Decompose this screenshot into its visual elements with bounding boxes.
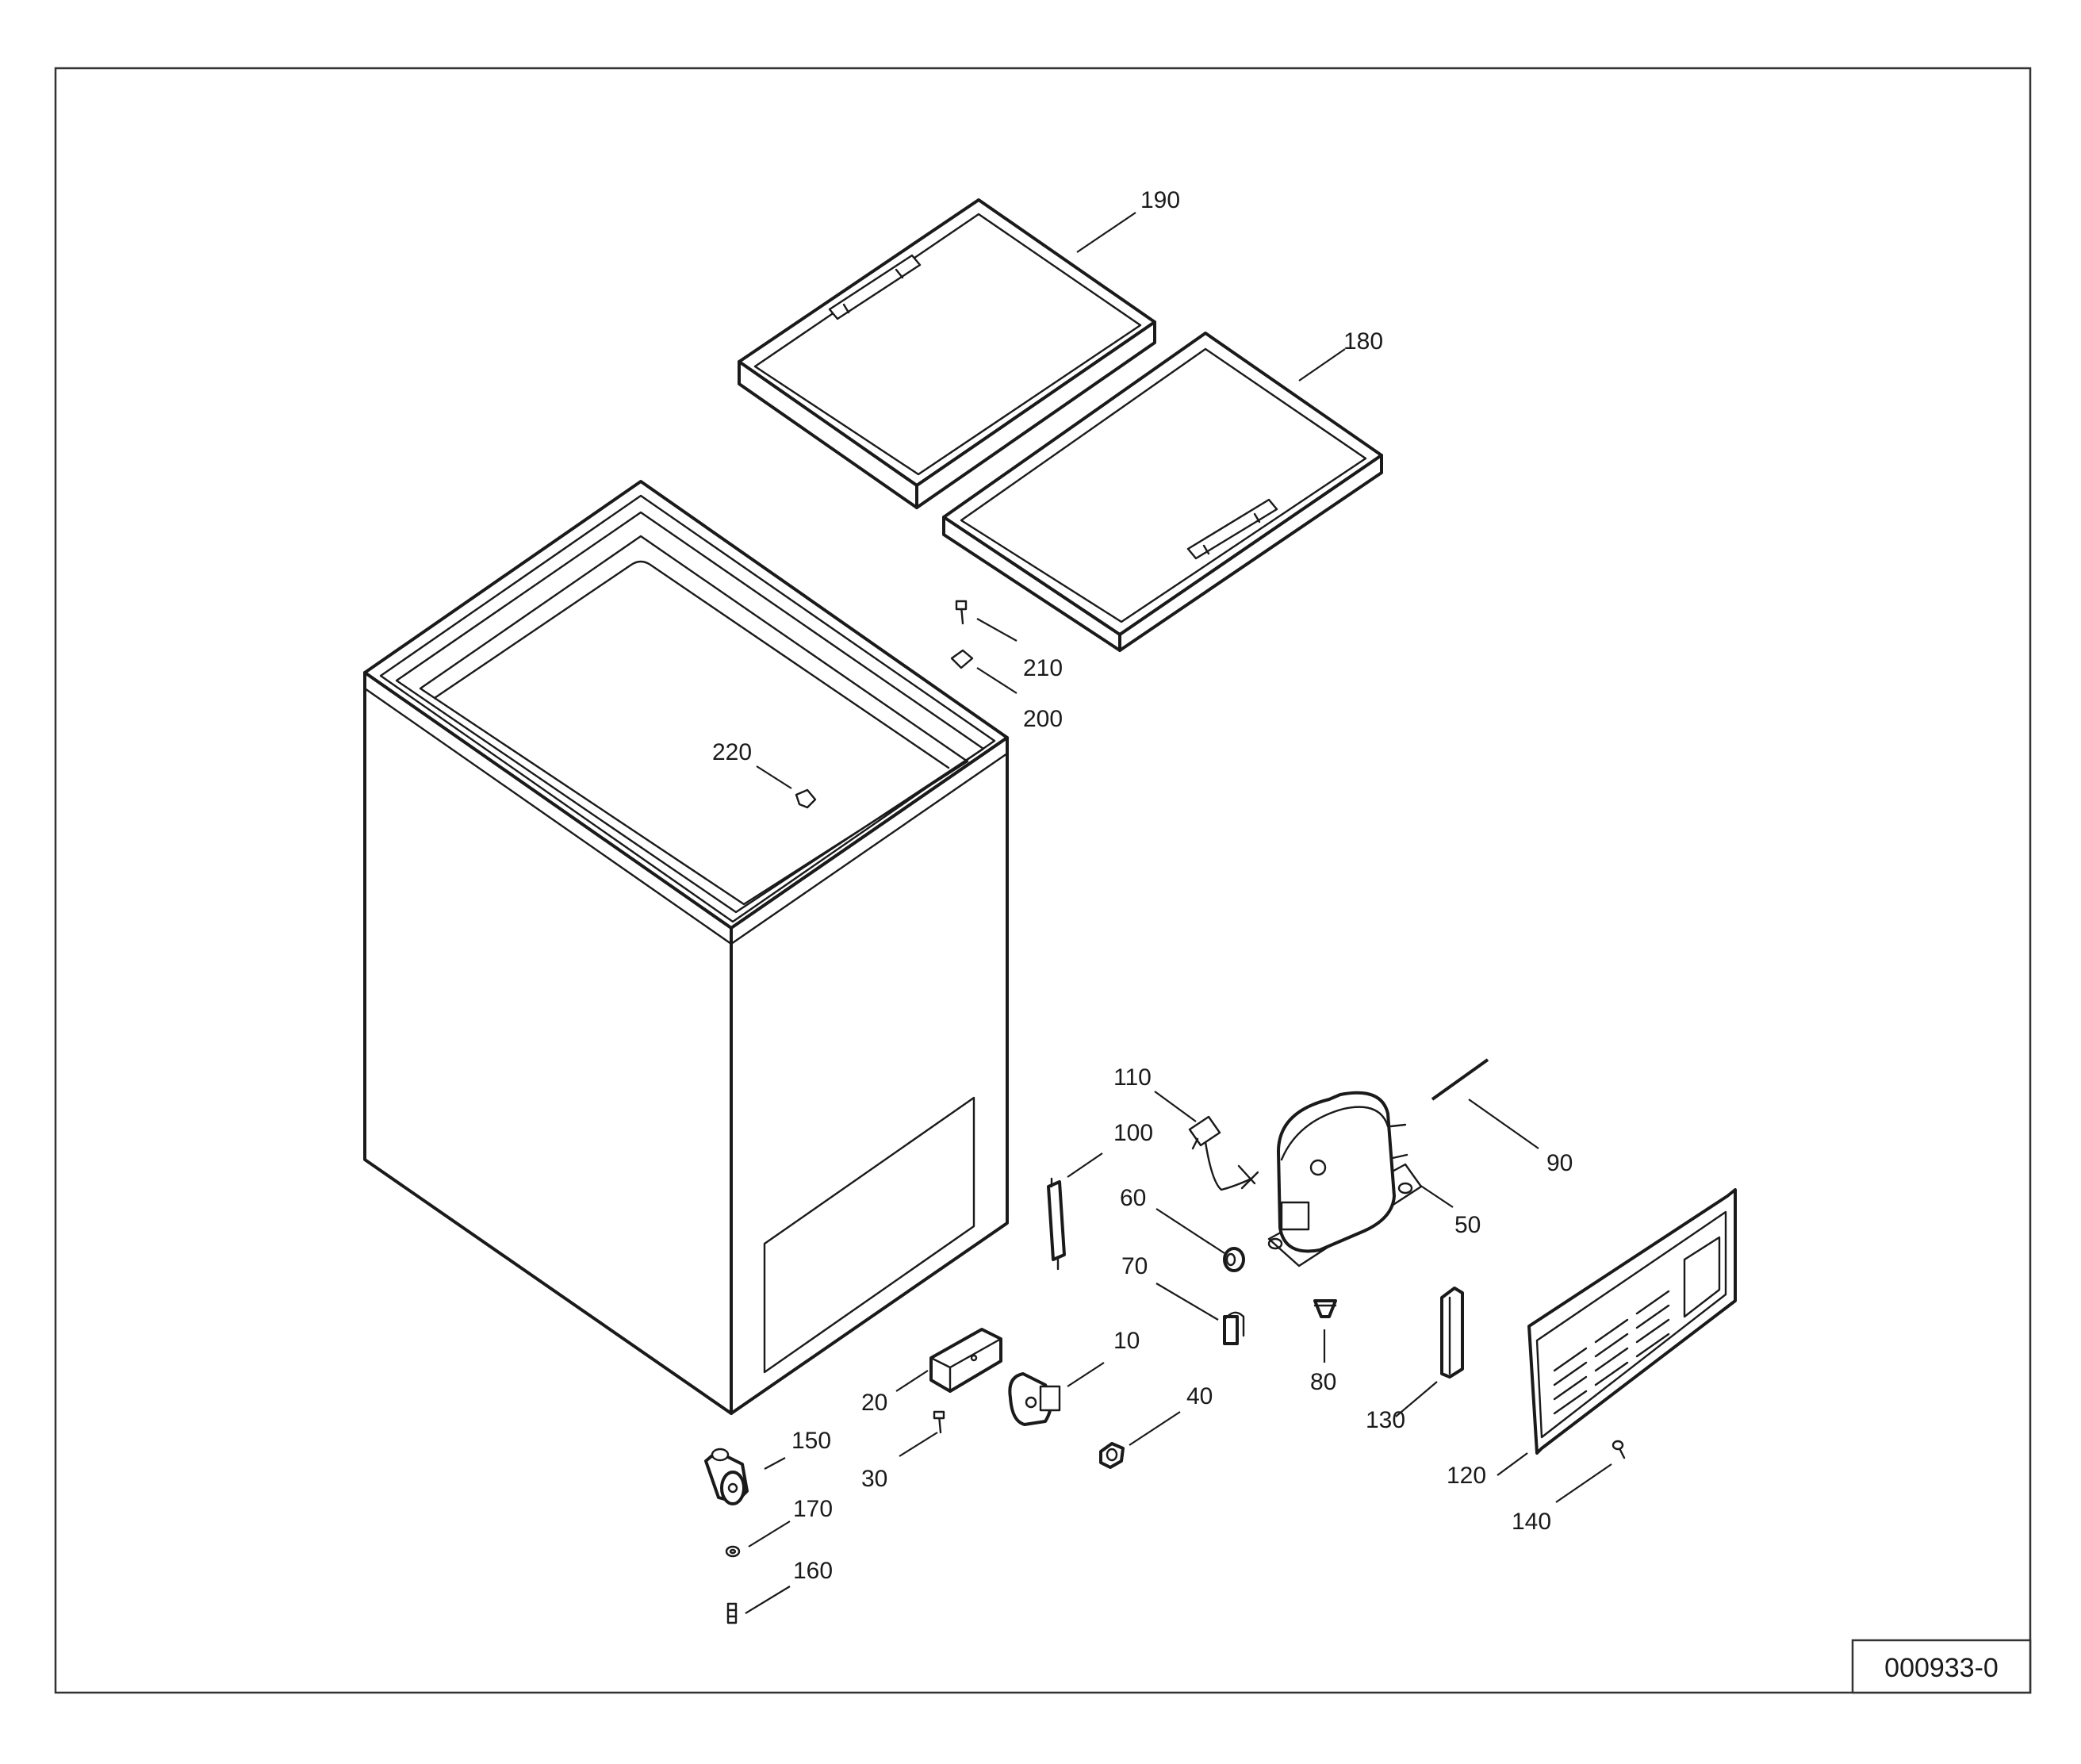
drawing-code-box: 000933-0: [1851, 1639, 2032, 1694]
knob-40: [1099, 1442, 1125, 1469]
label-10: 10: [1113, 1328, 1140, 1354]
label-90: 90: [1546, 1150, 1573, 1176]
label-20: 20: [861, 1390, 887, 1416]
screw-210: [955, 600, 968, 625]
freezer-cabinet: [363, 480, 1009, 1415]
power-cord-110: [1188, 1115, 1259, 1191]
screw-140: [1612, 1440, 1626, 1459]
label-200: 200: [1023, 706, 1063, 732]
clip-70: [1223, 1311, 1245, 1345]
compressor-50: [1267, 1091, 1423, 1267]
label-180: 180: [1343, 328, 1383, 355]
drain-plug-220: [795, 788, 817, 809]
label-60: 60: [1120, 1185, 1146, 1211]
label-170: 170: [793, 1496, 833, 1522]
part-labels: 190 180 210 200 220 110 100 90 60 50 70 …: [712, 187, 1573, 1584]
label-130: 130: [1366, 1407, 1405, 1433]
lid-190: [738, 198, 1156, 509]
label-140: 140: [1512, 1509, 1551, 1535]
label-150: 150: [791, 1428, 831, 1454]
label-40: 40: [1186, 1383, 1213, 1409]
leader-lines: [745, 212, 1612, 1614]
filter-tube-90: [1431, 1058, 1489, 1101]
label-190: 190: [1140, 187, 1180, 213]
bracket-130: [1440, 1287, 1464, 1379]
castor-150: [704, 1448, 749, 1505]
label-160: 160: [793, 1558, 833, 1584]
grommet-60: [1223, 1247, 1245, 1272]
label-110: 110: [1113, 1064, 1152, 1091]
thermostat-10: [1008, 1372, 1061, 1426]
lid-180: [942, 332, 1383, 652]
drawing-code: 000933-0: [1884, 1653, 1999, 1683]
drier-100: [1047, 1177, 1066, 1271]
drawing-frame: [54, 67, 2032, 1694]
label-70: 70: [1121, 1253, 1148, 1279]
label-210: 210: [1023, 655, 1063, 681]
grille-slots: [1553, 1290, 1670, 1415]
label-80: 80: [1310, 1369, 1336, 1395]
terminal-box-20: [929, 1328, 1002, 1393]
rubber-foot-80: [1313, 1299, 1337, 1318]
hinge-block-200: [950, 649, 974, 669]
screw-30: [933, 1410, 945, 1434]
label-100: 100: [1113, 1120, 1153, 1146]
label-50: 50: [1454, 1212, 1481, 1238]
washer-170: [725, 1545, 741, 1558]
label-30: 30: [861, 1466, 887, 1492]
label-220: 220: [712, 739, 752, 765]
rear-grille-120: [1527, 1188, 1737, 1455]
label-120: 120: [1447, 1463, 1486, 1489]
bolt-160: [726, 1602, 738, 1624]
